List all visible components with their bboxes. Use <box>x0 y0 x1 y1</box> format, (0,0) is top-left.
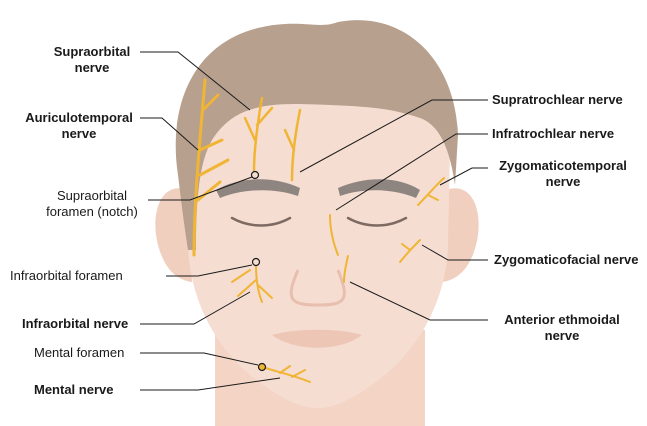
label-mental-nerve: Mental nerve <box>34 382 144 398</box>
mental-foramen <box>259 364 266 371</box>
label-auriculotemporal-nerve: Auriculotemporal nerve <box>18 110 140 142</box>
label-zygomaticofacial-nerve: Zygomaticofacial nerve <box>494 252 644 268</box>
supraorbital-foramen <box>252 172 259 179</box>
label-infraorbital-foramen: Infraorbital foramen <box>10 268 170 284</box>
label-supratrochlear-nerve: Supratrochlear nerve <box>492 92 642 108</box>
label-infraorbital-nerve: Infraorbital nerve <box>22 316 146 332</box>
label-mental-foramen: Mental foramen <box>34 345 144 361</box>
label-zygomaticotemporal-nerve: Zygomaticotemporal nerve <box>488 158 638 190</box>
label-supraorbital-foramen: Supraorbital foramen (notch) <box>36 188 148 220</box>
label-supraorbital-nerve: Supraorbital nerve <box>44 44 140 76</box>
label-infratrochlear-nerve: Infratrochlear nerve <box>492 126 642 142</box>
infraorbital-foramen <box>253 259 260 266</box>
label-anterior-ethmoidal-nerve: Anterior ethmoidal nerve <box>492 312 632 344</box>
